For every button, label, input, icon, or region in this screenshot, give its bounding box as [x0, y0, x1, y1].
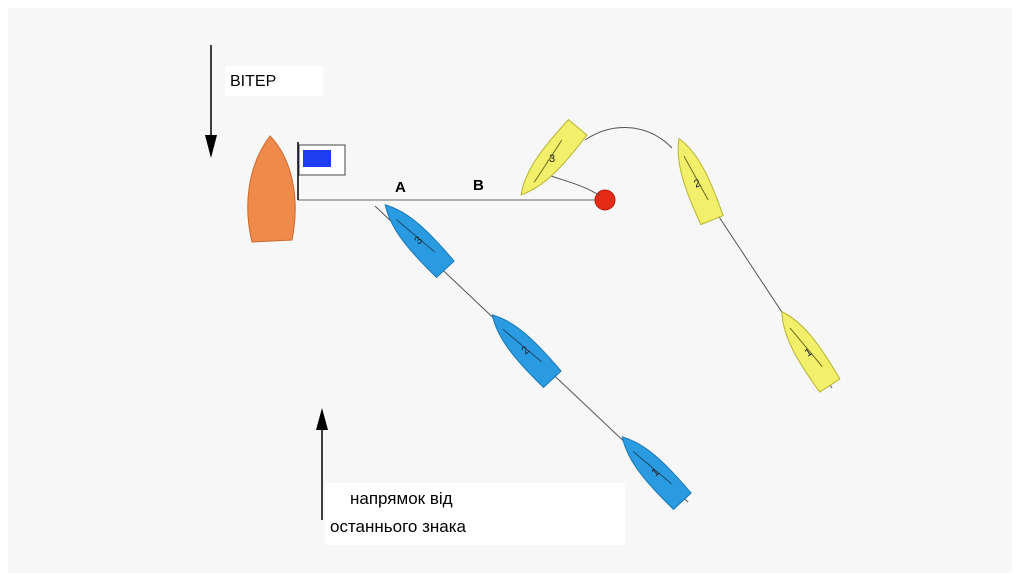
- yellow-boat-2: 2: [677, 137, 724, 226]
- diagram-canvas: [8, 8, 1012, 573]
- wind-label-bg: [225, 66, 323, 96]
- blue-boat-1: 1: [621, 436, 692, 511]
- point-b-label: B: [473, 177, 484, 194]
- yellow-track-curve: [584, 127, 673, 149]
- wind-arrow: [205, 45, 217, 158]
- yellow-boat-1-number: 1: [803, 346, 815, 359]
- finish-mark: [594, 189, 616, 211]
- direction-label-bg: [325, 483, 625, 545]
- yellow-boat-2-number: 2: [692, 177, 702, 190]
- yellow-boat-3-number: 3: [549, 153, 555, 165]
- committee-flag: [297, 142, 346, 200]
- direction-arrow: [316, 408, 328, 520]
- wind-label: ВІТЕР: [230, 73, 276, 90]
- yellow-boat-1: 1: [781, 310, 841, 393]
- point-a-label: A: [395, 179, 406, 196]
- committee-boat: [247, 135, 296, 243]
- blue-boat-3: 3: [384, 204, 455, 279]
- blue-boat-2: 2: [491, 314, 562, 389]
- yellow-boat-3: 3: [520, 118, 588, 196]
- direction-label-line1: напрямок від: [350, 489, 453, 508]
- direction-label-line2: останнього знака: [330, 517, 467, 536]
